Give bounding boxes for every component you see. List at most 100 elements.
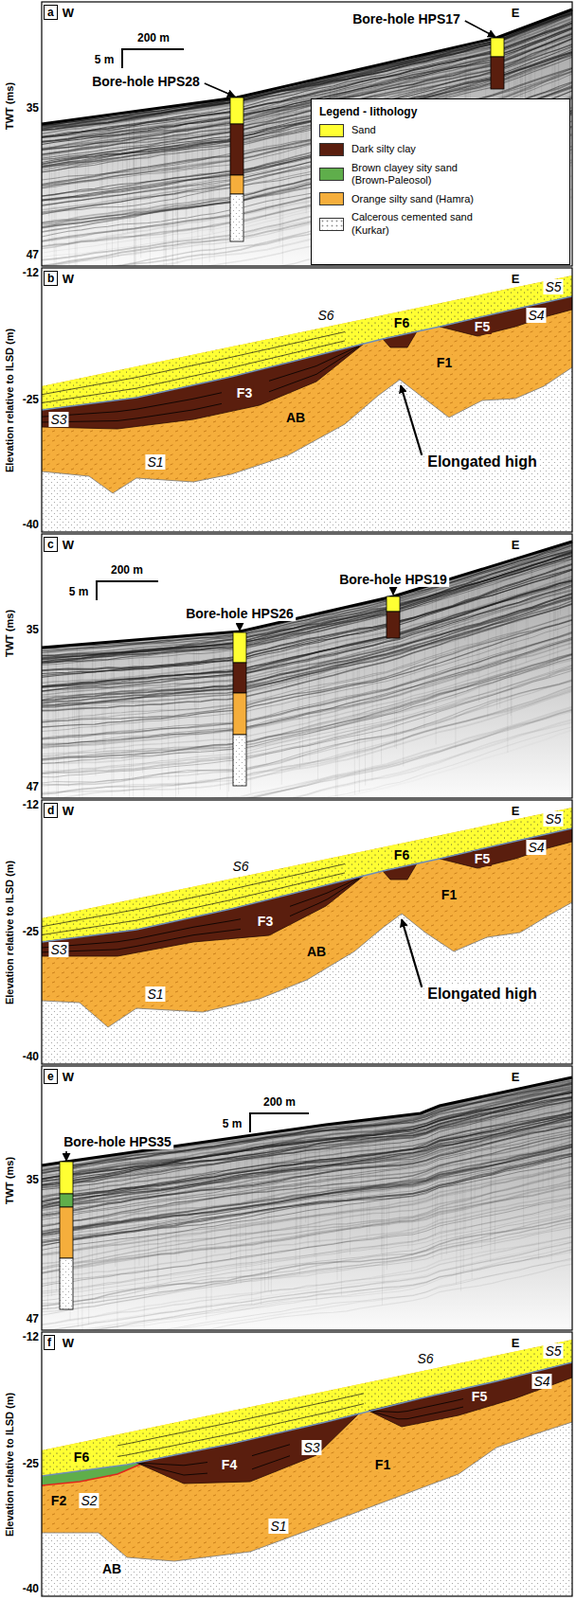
hamra-unit bbox=[41, 275, 573, 494]
pointer-arrow bbox=[392, 589, 395, 595]
seismic-reflector bbox=[41, 1223, 573, 1311]
seismic-reflector bbox=[41, 632, 573, 739]
unit-label: F1 bbox=[439, 887, 459, 903]
seismic-streak bbox=[57, 674, 59, 808]
scale-label: 5 m bbox=[94, 54, 115, 68]
surface-label: S5 bbox=[542, 811, 563, 828]
clay-unit bbox=[382, 331, 417, 348]
surface-label: S6 bbox=[230, 859, 251, 875]
surface-label: S4 bbox=[531, 1374, 552, 1390]
legend-text: Dark silty clay bbox=[351, 143, 416, 156]
legend-item: Calcerous cemented sand (Kurkar) bbox=[319, 211, 562, 236]
panel-letter: a bbox=[47, 5, 54, 19]
surface-label: S3 bbox=[48, 412, 69, 428]
callout-label: Elongated high bbox=[425, 986, 540, 1004]
seabed-reflector bbox=[41, 1078, 573, 1167]
borehole-column bbox=[59, 1162, 73, 1195]
s1-surface bbox=[41, 367, 573, 494]
seismic-streak bbox=[116, 1163, 119, 1331]
borehole-label: Bore-hole HPS26 bbox=[183, 606, 296, 622]
seismic-reflector bbox=[41, 555, 573, 663]
direction-label: W bbox=[62, 1337, 74, 1352]
seismic-background bbox=[41, 1066, 573, 1332]
seismic-reflector bbox=[41, 585, 573, 692]
direction-label: E bbox=[511, 539, 521, 554]
seismic-streak bbox=[103, 1163, 105, 1231]
seismic-reflector bbox=[41, 1198, 573, 1285]
seismic-reflector bbox=[41, 548, 573, 654]
seismic-reflector bbox=[41, 614, 573, 721]
axis-tick-label: -40 bbox=[22, 1584, 39, 1598]
clay-reflector bbox=[252, 1457, 290, 1471]
panel-frame bbox=[41, 800, 573, 1065]
panel-letter-box: e bbox=[43, 1069, 58, 1085]
seismic-streak bbox=[103, 661, 105, 753]
surface-label: S1 bbox=[144, 987, 165, 1003]
seismic-background bbox=[41, 534, 573, 799]
axis-tick-label: -25 bbox=[22, 394, 39, 408]
axis-title: TWT (ms) bbox=[3, 1157, 17, 1206]
surface-label: S6 bbox=[315, 307, 336, 324]
borehole-column bbox=[233, 735, 247, 787]
seismic-streak bbox=[362, 1135, 365, 1228]
hamra-unit bbox=[41, 1340, 573, 1563]
seismic-streak bbox=[211, 1164, 213, 1311]
panel-frame bbox=[41, 534, 573, 799]
pointer-arrow bbox=[65, 1152, 68, 1162]
scale-bar bbox=[96, 581, 159, 601]
legend-swatch bbox=[319, 167, 344, 181]
unit-label: F4 bbox=[219, 1458, 239, 1474]
unit-label: AB bbox=[305, 944, 328, 960]
unit-label: F1 bbox=[434, 355, 454, 371]
seismic-reflector bbox=[41, 1097, 573, 1186]
clay-unit bbox=[439, 296, 573, 337]
seismic-streak bbox=[260, 1154, 263, 1306]
legend-item: Sand bbox=[319, 124, 562, 138]
seismic-reflector bbox=[41, 722, 573, 827]
scale-label: 200 m bbox=[263, 1097, 296, 1111]
borehole-column bbox=[490, 56, 504, 90]
direction-label: W bbox=[62, 1071, 74, 1086]
axis-title: Elevation relative to ILSD (m) bbox=[3, 328, 17, 473]
seismic-streak bbox=[569, 1105, 571, 1257]
direction-label: E bbox=[511, 6, 521, 21]
clay-reflector bbox=[289, 879, 360, 917]
borehole-column bbox=[59, 1259, 73, 1311]
unit-label: F5 bbox=[469, 1389, 489, 1405]
borehole-column bbox=[230, 194, 244, 242]
seismic-streak bbox=[132, 648, 134, 810]
borehole-label: Bore-hole HPS35 bbox=[61, 1134, 174, 1151]
panel-frame bbox=[41, 268, 573, 533]
callout-label: Elongated high bbox=[425, 453, 540, 471]
clay-reflector bbox=[136, 1463, 208, 1467]
seismic-reflector bbox=[41, 1162, 573, 1252]
seismic-reflector bbox=[41, 670, 573, 778]
surface-label: S2 bbox=[78, 1494, 99, 1510]
panel-letter: b bbox=[47, 271, 54, 286]
axis-tick-label: -40 bbox=[22, 1051, 39, 1065]
seismic-reflector bbox=[41, 546, 573, 653]
panel-frame bbox=[41, 1332, 573, 1598]
unit-label: F6 bbox=[392, 315, 412, 331]
seismic-reflector bbox=[41, 1242, 573, 1331]
panel-letter-box: f bbox=[43, 1335, 55, 1351]
legend-title: Legend - lithology bbox=[319, 105, 562, 119]
sand-unit bbox=[41, 808, 573, 943]
borehole-column bbox=[230, 124, 244, 176]
clay-unit bbox=[136, 1414, 360, 1485]
legend-item: Brown clayey sity sand (Brown-Paleosol) bbox=[319, 162, 562, 187]
borehole-column bbox=[490, 37, 504, 57]
unit-label: F6 bbox=[72, 1450, 91, 1466]
axis-tick-label: 47 bbox=[26, 249, 39, 263]
direction-label: E bbox=[511, 805, 521, 820]
seismic-reflector bbox=[41, 1260, 573, 1347]
seismic-reflector bbox=[41, 1206, 573, 1296]
geological-section bbox=[41, 1332, 573, 1598]
axis-tick-label: 47 bbox=[26, 1314, 39, 1328]
surface-label: S3 bbox=[48, 942, 69, 958]
axis-tick-label: 35 bbox=[26, 624, 39, 638]
clay-unit bbox=[368, 1363, 573, 1428]
seismic-streak bbox=[178, 1166, 180, 1258]
seismic-reflector bbox=[41, 559, 573, 666]
unit-label: F3 bbox=[255, 914, 275, 930]
